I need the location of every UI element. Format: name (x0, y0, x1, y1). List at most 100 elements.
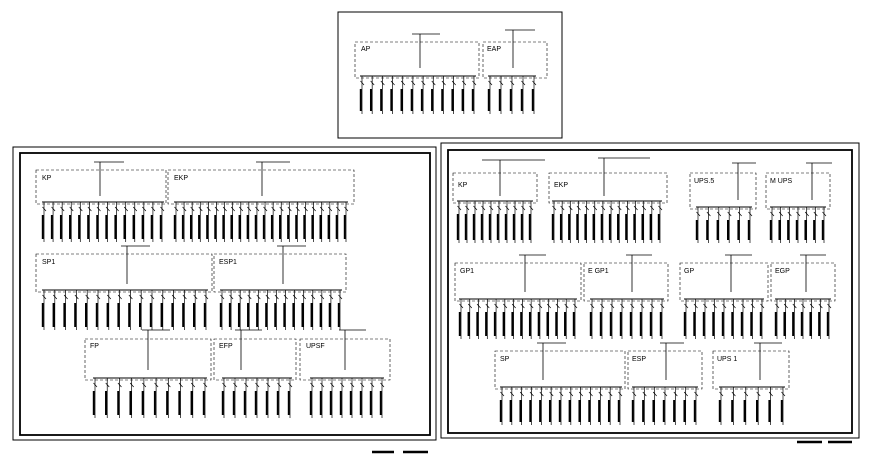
breaker-symbol (230, 206, 235, 212)
breaker-symbol (198, 206, 203, 212)
breaker-symbol (511, 303, 516, 309)
cable-tag (276, 391, 279, 415)
breaker-symbol (792, 303, 797, 309)
cable-tag (228, 303, 231, 327)
breaker-symbol (801, 303, 806, 309)
breaker-symbol (503, 303, 508, 309)
cable-tag (568, 400, 571, 422)
panel-ekp: EKP (167, 169, 355, 242)
breaker-symbol (610, 303, 615, 309)
breaker-symbol (703, 303, 708, 309)
cable-tag (509, 400, 512, 422)
cable-tag (319, 215, 322, 239)
feeder-group (551, 200, 663, 243)
cable-tag (114, 215, 117, 239)
cable-tag (256, 303, 259, 327)
panel-box (770, 262, 836, 302)
cable-tag (328, 303, 331, 327)
cable-tag (87, 215, 90, 239)
cable-tag (222, 215, 225, 239)
cable-tag (178, 391, 181, 415)
breaker-symbol (107, 294, 112, 300)
panel-esp1: ESP1 (213, 253, 347, 330)
cable-tag (105, 215, 108, 239)
cable-tag (92, 391, 95, 415)
cable-tag (85, 303, 87, 327)
breaker-symbol (193, 294, 198, 300)
panel-box (35, 169, 167, 205)
breaker-symbol (598, 391, 603, 397)
incomer-ups5 (732, 162, 756, 200)
breaker-symbol (63, 294, 68, 300)
feeder-group (695, 206, 753, 243)
cable-tag (380, 89, 383, 111)
cable-tag (390, 89, 393, 111)
breaker-symbol (74, 294, 79, 300)
panel-box (689, 172, 757, 210)
cable-tag (254, 215, 257, 239)
breaker-symbol (190, 206, 195, 212)
breaker-symbol (696, 211, 701, 217)
breaker-symbol (247, 294, 252, 300)
cable-tag (247, 303, 250, 327)
breaker-symbol (255, 382, 260, 388)
cable-tag (471, 89, 474, 111)
breaker-symbol (632, 391, 637, 397)
cable-tag (487, 89, 490, 111)
cable-tag (319, 303, 322, 327)
cable-tag (683, 312, 686, 336)
cable-tag (287, 391, 290, 415)
cable-tag (461, 89, 464, 111)
breaker-symbol (174, 206, 179, 212)
panel-kp: KP (452, 172, 538, 243)
incomer-esp (660, 342, 684, 380)
cable-tag (303, 215, 306, 239)
cable-tag (181, 215, 184, 239)
breaker-symbol (693, 303, 698, 309)
cable-tag (123, 215, 126, 239)
breaker-symbol (105, 206, 110, 212)
panel-label: KP (42, 175, 52, 182)
panel-label: UPS.5 (694, 178, 714, 185)
breaker-symbol (748, 211, 753, 217)
cable-tag (718, 400, 721, 422)
breaker-symbol (203, 382, 208, 388)
cable-tag (232, 391, 235, 415)
cable-tag (202, 391, 205, 415)
breaker-symbol (265, 294, 270, 300)
breaker-symbol (539, 391, 544, 397)
breaker-symbol (114, 206, 119, 212)
breaker-symbol (783, 303, 788, 309)
cable-tag (311, 215, 314, 239)
cable-tag (74, 303, 77, 327)
breaker-symbol (601, 205, 606, 211)
panel-box (627, 350, 703, 390)
cable-tag (262, 215, 265, 239)
cable-tag (792, 312, 795, 336)
cable-tag (551, 214, 554, 240)
cable-tag (310, 303, 313, 327)
cable-tag (558, 400, 561, 422)
breaker-symbol (722, 303, 727, 309)
cable-tag (673, 400, 676, 422)
panel-label: M UPS (770, 178, 793, 185)
breaker-symbol (529, 205, 534, 211)
cable-tag (106, 303, 109, 327)
cable-tag (826, 312, 829, 336)
cable-tag (578, 400, 581, 422)
cable-tag (584, 214, 587, 240)
sheet-frame (337, 11, 563, 139)
breaker-symbol (311, 206, 316, 212)
breaker-symbol (822, 211, 827, 217)
panel-label: ESP1 (219, 259, 237, 266)
cable-tag (279, 215, 282, 239)
cable-tag (153, 391, 156, 415)
cable-tag (274, 303, 277, 327)
feeder-group (359, 75, 477, 114)
incomer-ups1 (754, 342, 782, 380)
cable-tag (193, 303, 195, 327)
breaker-symbol (301, 294, 306, 300)
breaker-symbol (633, 205, 638, 211)
breaker-symbol (288, 382, 293, 388)
breaker-symbol (573, 303, 578, 309)
